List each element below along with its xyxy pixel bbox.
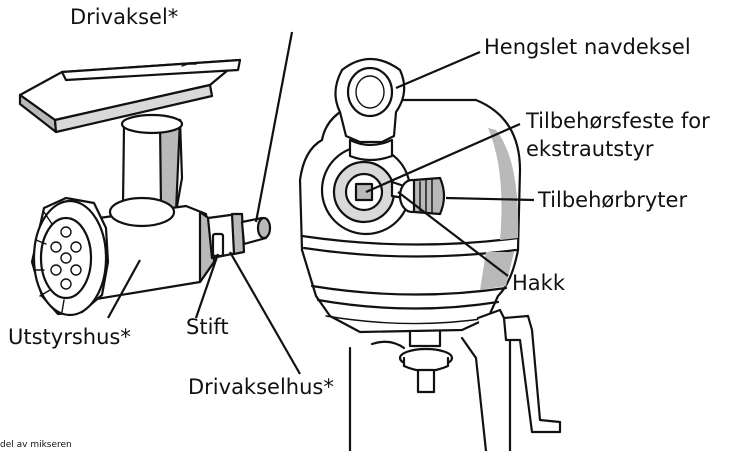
label-attachment-hub-line1: Tilbehørsfeste for	[525, 109, 710, 133]
label-drive-shaft-housing: Drivakselhus*	[188, 375, 334, 399]
footnote-fragment: del av mikseren	[0, 440, 72, 450]
leader-notch	[397, 191, 509, 277]
leader-lines	[107, 31, 535, 375]
label-attachment-knob: Tilbehørbryter	[537, 188, 687, 212]
leader-pin	[194, 253, 220, 319]
leader-attachment-knob	[445, 196, 535, 202]
label-hinged-hub-cover: Hengslet navdeksel	[484, 35, 691, 59]
leader-attachment-housing	[107, 259, 141, 319]
label-drive-shaft: Drivaksel*	[70, 5, 178, 29]
leader-hinged-hub-cover	[395, 50, 481, 90]
label-notch: Hakk	[512, 271, 566, 295]
label-pin: Stift	[186, 315, 229, 339]
leader-attachment-hub	[365, 122, 521, 194]
leader-drive-shaft-housing	[229, 251, 301, 375]
leader-drive-shaft	[254, 31, 294, 223]
food-grinder-attachment-illustration	[18, 58, 272, 317]
label-attachment-housing: Utstyrshus*	[8, 325, 131, 349]
mixer-head-illustration	[298, 58, 562, 451]
label-attachment-hub-line2: ekstrautstyr	[526, 137, 654, 161]
